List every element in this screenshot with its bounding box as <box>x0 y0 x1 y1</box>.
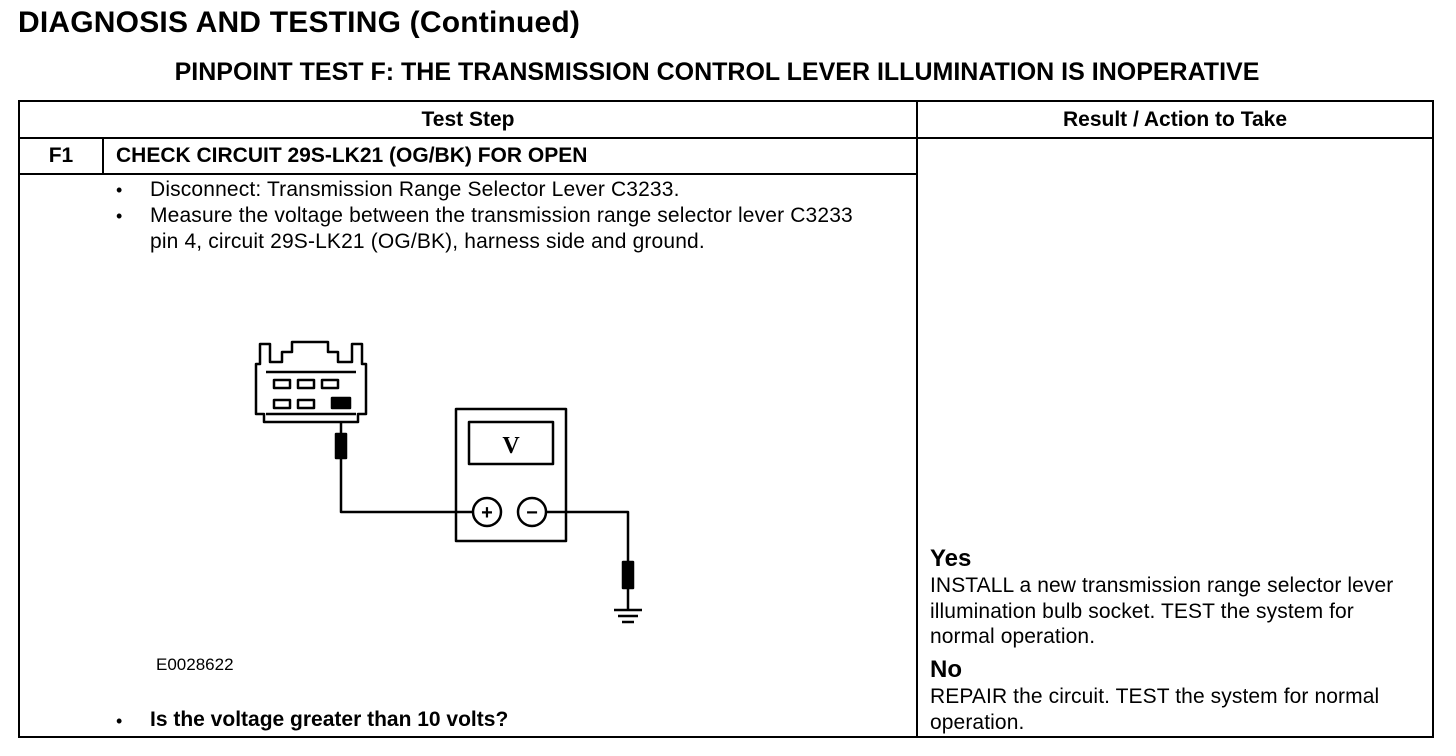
result-no-label: No <box>930 656 962 683</box>
probe-positive <box>334 422 348 460</box>
result-yes-label: Yes <box>930 545 972 572</box>
header-test-step: Test Step <box>421 108 515 131</box>
step-id-divider <box>102 139 104 173</box>
wiring-diagram: V + − <box>254 340 642 624</box>
positive-lead-wire <box>339 458 472 514</box>
result-no-text: REPAIR the circuit. TEST the system for … <box>930 685 1380 734</box>
bullet-measure: Measure the voltage between the transmis… <box>150 204 853 253</box>
step-id: F1 <box>48 144 74 167</box>
step-title: CHECK CIRCUIT 29S-LK21 (OG/BK) FOR OPEN <box>116 144 588 167</box>
ground-symbol <box>614 608 642 624</box>
figure-id: E0028622 <box>156 655 234 674</box>
voltmeter-v-symbol: V <box>502 433 520 459</box>
pinpoint-test-title: PINPOINT TEST F: THE TRANSMISSION CONTRO… <box>174 58 1260 86</box>
voltmeter-drawing <box>454 407 568 543</box>
minus-terminal-symbol: − <box>526 502 538 524</box>
page-title: DIAGNOSIS AND TESTING (Continued) <box>18 6 581 39</box>
bullet-marker: • <box>116 206 123 226</box>
column-divider <box>916 102 918 736</box>
step-question: Is the voltage greater than 10 volts? <box>150 708 509 731</box>
bullet-marker: • <box>116 180 123 200</box>
result-yes-text: INSTALL a new transmission range selecto… <box>930 574 1394 648</box>
connector-c3233-drawing <box>254 340 368 424</box>
bullet-marker: • <box>116 711 123 731</box>
pinpoint-test-table: Test Step Result / Action to Take F1 CHE… <box>18 100 1434 738</box>
header-result-action: Result / Action to Take <box>1062 108 1288 131</box>
bullet-disconnect: Disconnect: Transmission Range Selector … <box>150 178 680 201</box>
header-divider <box>20 137 1432 139</box>
step-title-divider <box>20 173 916 175</box>
plus-terminal-symbol: + <box>481 502 493 524</box>
negative-lead-wire <box>546 510 630 562</box>
probe-negative <box>621 560 635 610</box>
